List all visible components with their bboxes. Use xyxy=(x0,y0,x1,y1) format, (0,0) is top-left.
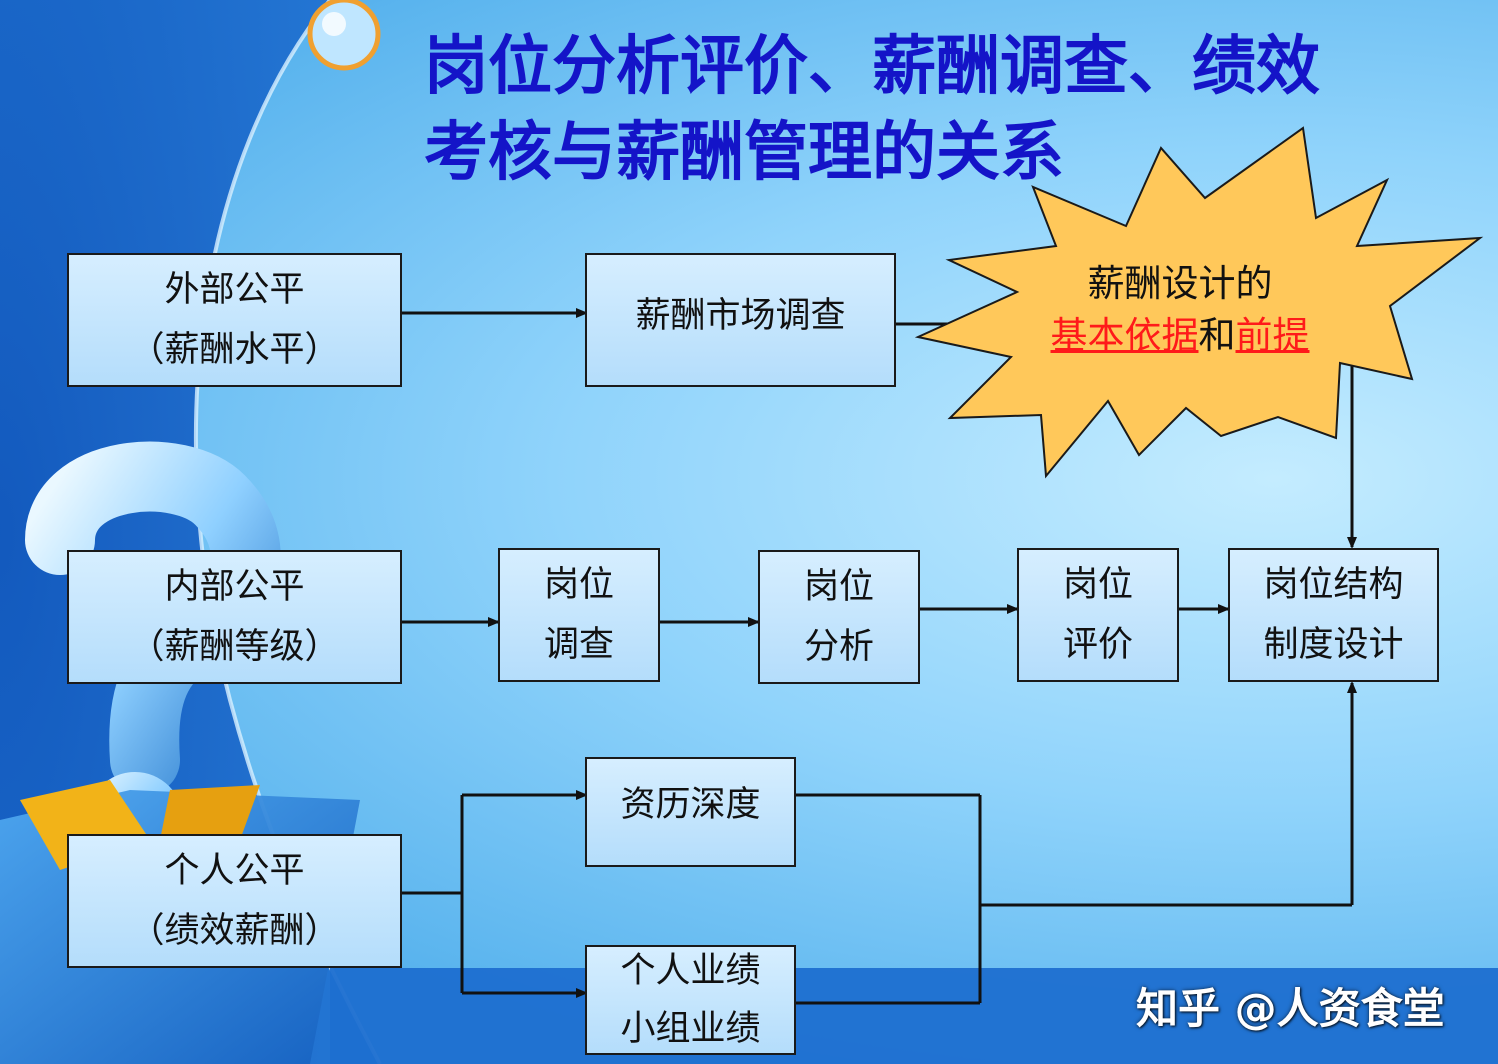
box-label: 岗位 xyxy=(803,567,874,607)
box-label: 个人公平 xyxy=(164,851,305,891)
seniority-box: 资历深度 xyxy=(585,757,796,867)
watermark: 知乎 @人资食堂 xyxy=(1136,984,1445,1033)
market-survey-box: 薪酬市场调查 xyxy=(585,253,896,387)
burst-basis: 基本依据 xyxy=(1050,314,1199,357)
box-sublabel: 调查 xyxy=(543,625,614,665)
box-sublabel: 评价 xyxy=(1062,625,1133,665)
box-sublabel: 小组业绩 xyxy=(620,1009,761,1049)
box-label: 岗位 xyxy=(1062,565,1133,605)
box-label: 外部公平 xyxy=(164,270,305,310)
box-label: 个人业绩 xyxy=(620,951,761,991)
title-line-1: 岗位分析评价、薪酬调查、绩效 xyxy=(424,30,1320,104)
box-sublabel: （薪酬水平） xyxy=(129,330,340,370)
box-label: 岗位结构 xyxy=(1263,565,1404,605)
box-label: 内部公平 xyxy=(164,567,305,607)
box-sublabel: 分析 xyxy=(803,627,874,667)
individual-fairness-box: 个人公平 （绩效薪酬） xyxy=(67,834,402,968)
box-label: 岗位 xyxy=(543,565,614,605)
box-label: 薪酬市场调查 xyxy=(635,296,846,336)
external-fairness-box: 外部公平 （薪酬水平） xyxy=(67,253,402,387)
structure-design-box: 岗位结构 制度设计 xyxy=(1228,548,1439,682)
job-analysis-box: 岗位 分析 xyxy=(758,550,920,684)
job-evaluation-box: 岗位 评价 xyxy=(1017,548,1179,682)
burst-line-2: 基本依据和前提 xyxy=(1020,310,1340,362)
burst-label: 薪酬设计的 基本依据和前提 xyxy=(1020,258,1340,362)
internal-fairness-box: 内部公平 （薪酬等级） xyxy=(67,550,402,684)
box-label: 资历深度 xyxy=(620,785,761,825)
burst-line-1: 薪酬设计的 xyxy=(1087,262,1273,305)
performance-box: 个人业绩 小组业绩 xyxy=(585,945,796,1055)
box-sublabel: 制度设计 xyxy=(1263,625,1404,665)
burst-premise: 前提 xyxy=(1235,314,1310,357)
burst-and: 和 xyxy=(1198,314,1236,357)
box-sublabel: （薪酬等级） xyxy=(129,627,340,667)
title-line-2: 考核与薪酬管理的关系 xyxy=(424,116,1064,190)
page-title: 岗位分析评价、薪酬调查、绩效 考核与薪酬管理的关系 xyxy=(424,24,1320,196)
job-survey-box: 岗位 调查 xyxy=(498,548,660,682)
box-sublabel: （绩效薪酬） xyxy=(129,911,340,951)
